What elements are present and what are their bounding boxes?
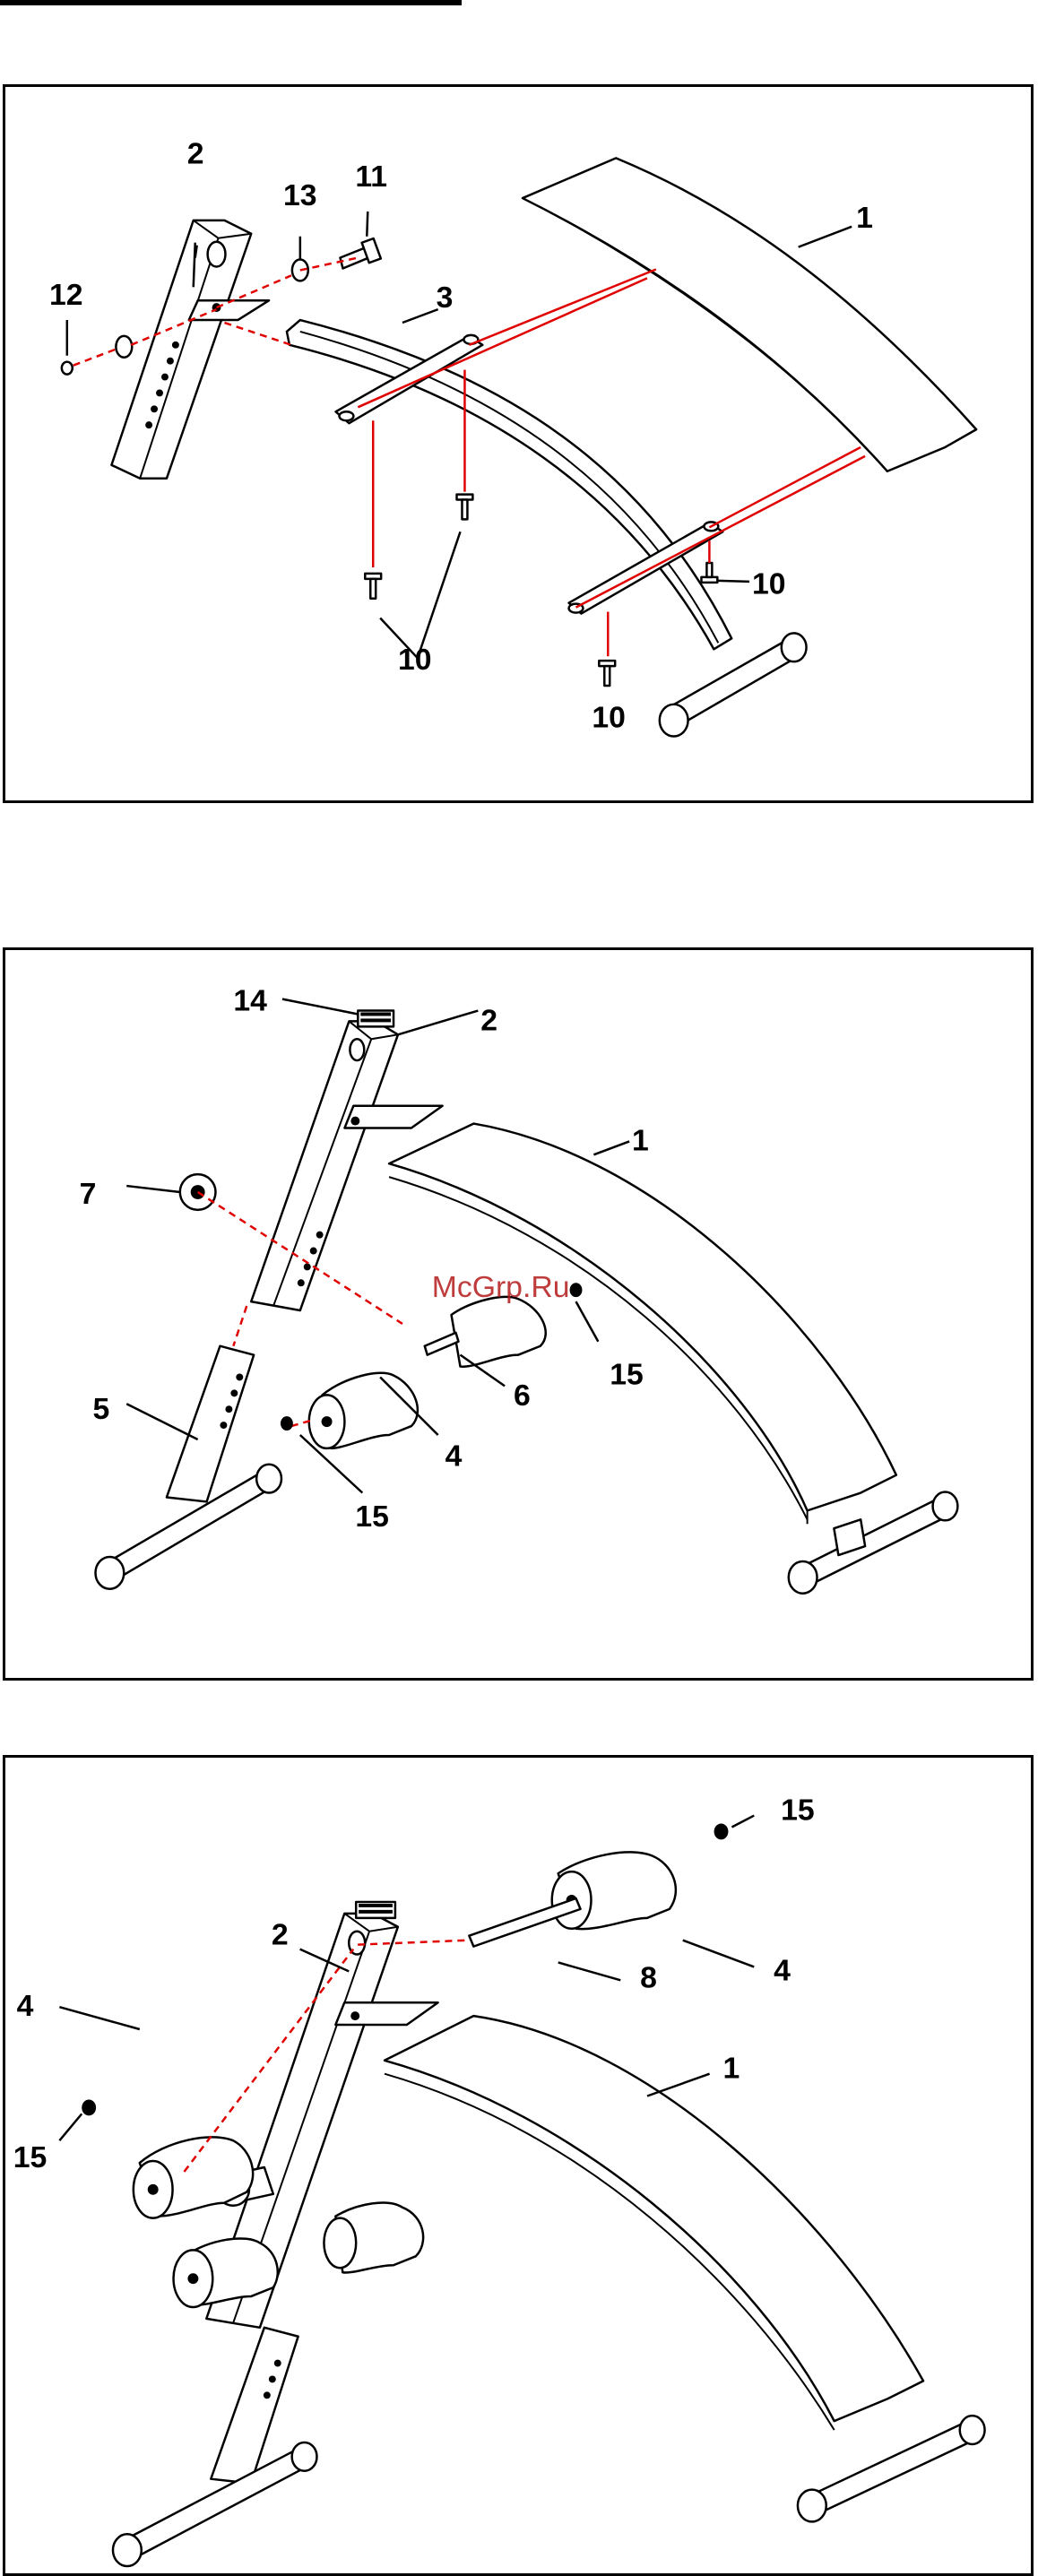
label-part-2: 2 — [272, 1918, 289, 1952]
label-part-5: 5 — [93, 1392, 110, 1426]
axle-rod — [425, 1333, 459, 1355]
washer — [292, 260, 308, 281]
screw — [365, 574, 381, 599]
assembly-step-1-diagram: 1 2 3 11 13 12 10 10 10 — [3, 84, 1034, 803]
label-part-15: 15 — [610, 1357, 644, 1391]
step-3-drawing: 1 2 4 4 8 15 15 — [5, 1758, 1031, 2573]
label-part-4: 4 — [445, 1439, 463, 1474]
nut — [714, 1824, 729, 1840]
nut — [281, 1416, 293, 1431]
nut — [62, 362, 73, 375]
label-part-10: 10 — [592, 701, 626, 735]
nut — [570, 1283, 583, 1297]
assembly-step-3-diagram: 1 2 4 4 8 15 15 — [3, 1755, 1034, 2576]
screw — [599, 661, 615, 686]
label-part-2: 2 — [480, 1003, 497, 1037]
foam-roller — [452, 1297, 546, 1367]
label-part-13: 13 — [283, 178, 317, 212]
label-part-2: 2 — [187, 136, 204, 170]
seat-pad — [385, 2016, 923, 2421]
label-part-4: 4 — [774, 1953, 791, 1987]
label-part-8: 8 — [640, 1960, 657, 1994]
screw — [457, 495, 473, 520]
watermark: McGrp.Ru — [432, 1270, 570, 1304]
rear-base-tube — [799, 1497, 950, 1586]
label-part-1: 1 — [856, 201, 873, 235]
label-part-11: 11 — [355, 160, 387, 194]
screw — [701, 563, 717, 583]
label-part-14: 14 — [233, 984, 267, 1018]
label-part-10: 10 — [398, 643, 432, 677]
washer — [116, 336, 132, 358]
label-part-7: 7 — [80, 1177, 97, 1211]
label-part-4: 4 — [17, 1989, 34, 2023]
label-part-1: 1 — [722, 2052, 740, 2086]
lower-leg — [167, 1346, 254, 1502]
step-1-drawing: 1 2 3 11 13 12 10 10 10 — [5, 87, 1031, 800]
label-part-6: 6 — [514, 1379, 531, 1413]
assembly-step-2-diagram: McGrp.Ru 1 2 14 7 5 4 6 15 15 — [3, 947, 1034, 1681]
label-part-15: 15 — [355, 1500, 389, 1534]
seat-pad — [523, 158, 976, 471]
nut — [82, 2099, 96, 2115]
rear-base-tube — [808, 2421, 977, 2514]
label-part-1: 1 — [632, 1123, 649, 1157]
label-part-3: 3 — [437, 281, 454, 315]
label-part-12: 12 — [49, 278, 83, 312]
header-rule — [0, 0, 462, 5]
main-frame — [287, 320, 731, 649]
label-part-10: 10 — [752, 567, 786, 601]
label-part-15: 15 — [781, 1794, 815, 1828]
step-2-drawing: McGrp.Ru 1 2 14 7 5 4 6 15 15 — [5, 950, 1031, 1678]
label-part-15: 15 — [13, 2140, 48, 2174]
